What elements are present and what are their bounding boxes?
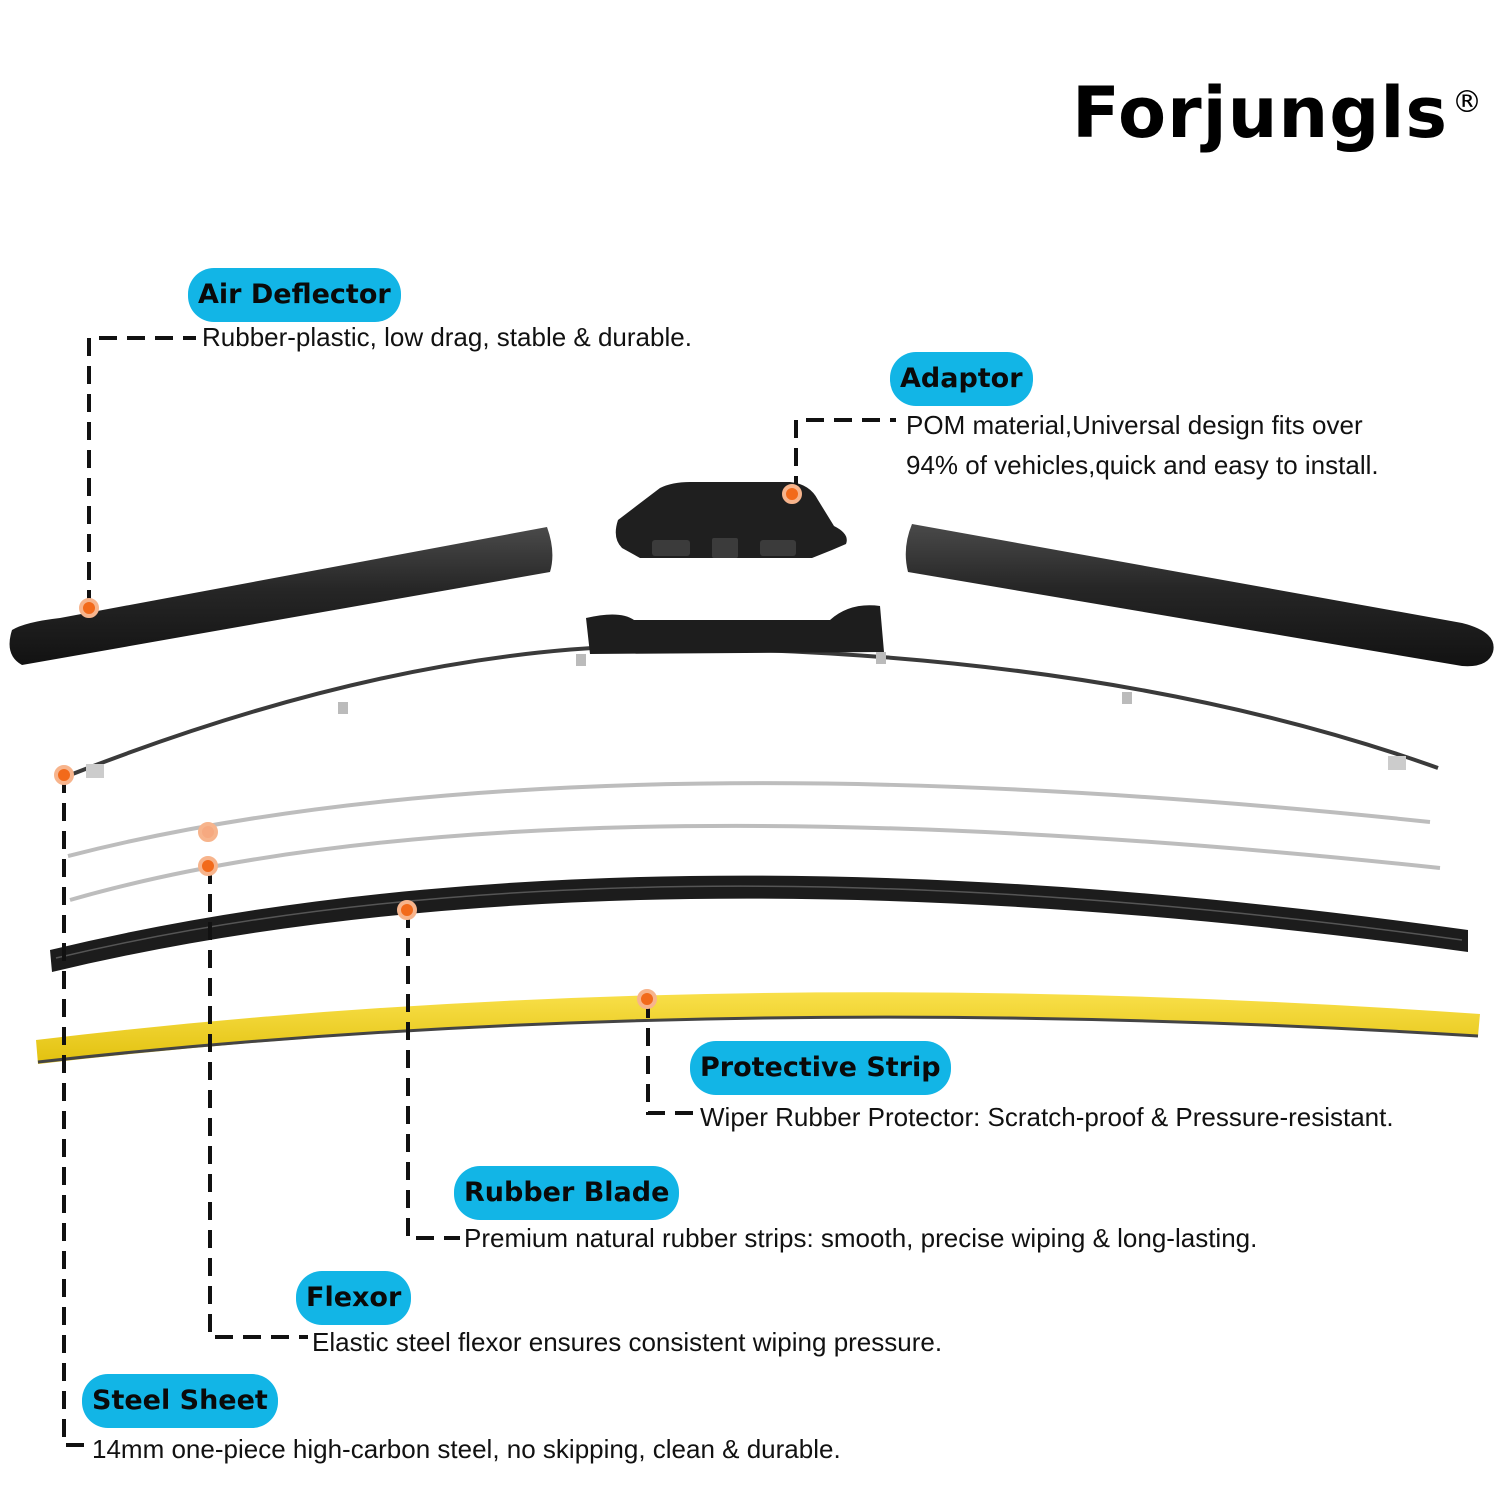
steel-sheet-dot	[54, 765, 74, 785]
air-deflector-leader	[87, 336, 196, 608]
air-deflector-description: Rubber-plastic, low drag, stable & durab…	[202, 322, 692, 352]
adaptor-label: Adaptor	[890, 352, 1033, 406]
flexor-dot-lower	[198, 856, 218, 876]
adaptor-description-line-2: 94% of vehicles,quick and easy to instal…	[906, 450, 1379, 480]
adaptor-dot	[782, 484, 802, 504]
rubber-blade-part	[50, 875, 1468, 972]
rubber-blade-leader	[406, 910, 460, 1240]
air-deflector-dot	[79, 598, 99, 618]
steel-sheet-description: 14mm one-piece high-carbon steel, no ski…	[92, 1434, 841, 1464]
flexor-leader	[208, 866, 308, 1339]
protective-strip-dot	[637, 989, 657, 1009]
steel-sheet-part	[69, 643, 1439, 777]
flexor-description: Elastic steel flexor ensures consistent …	[312, 1327, 943, 1357]
protective-strip-leader	[646, 1000, 696, 1115]
protective-strip-label: Protective Strip	[690, 1041, 951, 1095]
adaptor-description-line-1: POM material,Universal design fits over	[906, 410, 1363, 440]
rubber-blade-dot	[397, 900, 417, 920]
flexor-dot-upper	[198, 822, 218, 842]
protective-strip-part	[36, 992, 1480, 1064]
rubber-blade-label: Rubber Blade	[454, 1166, 680, 1220]
rubber-blade-description: Premium natural rubber strips: smooth, p…	[464, 1223, 1258, 1253]
air-deflector-label: Air Deflector	[188, 268, 401, 322]
right-air-deflector	[905, 524, 1494, 667]
adaptor-part	[615, 482, 847, 558]
registered-mark: ®	[1452, 85, 1482, 120]
flexor-wire-upper	[67, 781, 1431, 858]
brand-logo: Forjungls	[1072, 72, 1449, 154]
flexor-label: Flexor	[296, 1271, 412, 1325]
adaptor-leader	[794, 418, 896, 494]
steel-sheet-leader	[62, 775, 90, 1447]
steel-sheet-label: Steel Sheet	[82, 1374, 278, 1428]
protective-strip-description: Wiper Rubber Protector: Scratch-proof & …	[700, 1102, 1394, 1132]
left-air-deflector	[9, 527, 553, 665]
center-connector	[586, 605, 884, 654]
